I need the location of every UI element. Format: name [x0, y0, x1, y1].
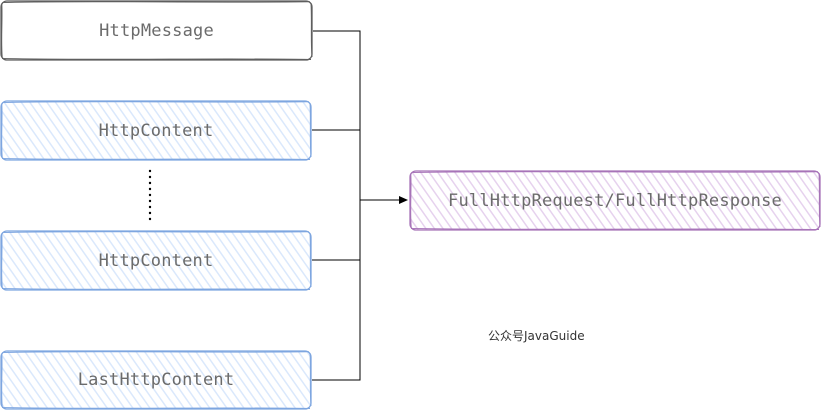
connector-last-http-content	[312, 200, 361, 381]
last-http-content-label: LastHttpContent	[77, 370, 235, 390]
full-http-box	[409, 170, 821, 231]
http-message-box	[0, 0, 313, 61]
http-content-box-2	[0, 230, 312, 291]
connector-lines	[312, 30, 408, 381]
connector-http-message	[313, 30, 361, 200]
watermark-text: 公众号JavaGuide	[488, 329, 585, 343]
full-http-label: FullHttpRequest/FullHttpResponse	[448, 190, 782, 211]
http-content-label-1: HttpContent	[98, 120, 214, 141]
http-content-label-2: HttpContent	[98, 250, 214, 271]
last-http-content-box	[0, 350, 312, 410]
http-message-label: HttpMessage	[99, 20, 214, 41]
ellipsis-dots	[148, 169, 152, 221]
http-content-box-1	[0, 100, 312, 161]
